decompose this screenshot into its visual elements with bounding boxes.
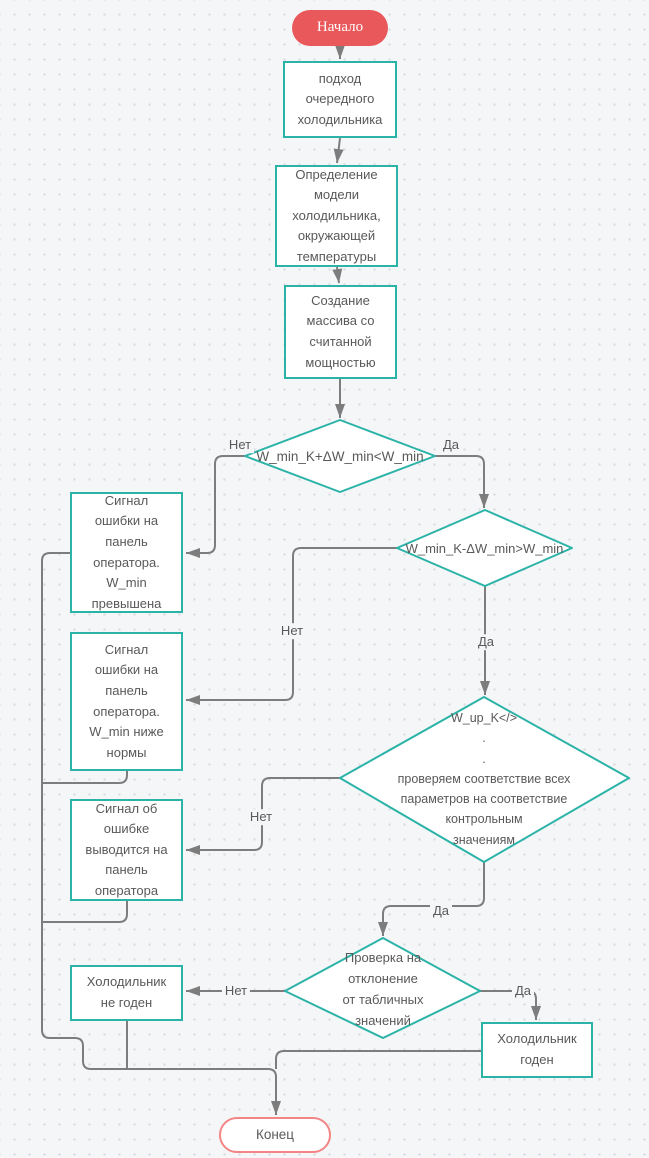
decision-params-shape[interactable] bbox=[339, 696, 630, 863]
end-terminator[interactable]: Конец bbox=[219, 1117, 331, 1153]
process-fridge-approach-label: подход очередного холодильника bbox=[297, 70, 383, 127]
edge-label-check-lower-yes[interactable]: Да bbox=[474, 634, 498, 650]
process-fridge-rejected[interactable]: Холодильник не годен bbox=[70, 965, 183, 1021]
process-model-detection-label: Определение модели холодильника, окружаю… bbox=[292, 166, 381, 264]
process-fridge-approved[interactable]: Холодильник годен bbox=[481, 1022, 593, 1078]
edge-label-check-params-no[interactable]: Нет bbox=[246, 809, 276, 825]
process-fridge-approach[interactable]: подход очередного холодильника bbox=[283, 61, 397, 138]
process-fridge-rejected-label: Холодильник не годен bbox=[86, 974, 167, 1010]
process-fridge-approved-label: Холодильник годен bbox=[497, 1031, 577, 1067]
edge-label-check-deviation-yes[interactable]: Да bbox=[511, 983, 535, 999]
edge-label-check-deviation-no[interactable]: Нет bbox=[221, 983, 251, 999]
process-error-wmin-exceeded[interactable]: Сигнал ошибки на панель оператора. W_min… bbox=[70, 492, 183, 613]
process-array-creation[interactable]: Создание массива со считанной мощностью bbox=[284, 285, 397, 379]
edge-approach-to-model[interactable] bbox=[333, 137, 344, 164]
process-array-creation-label: Создание массива со считанной мощностью bbox=[305, 292, 376, 370]
edge-label-check-upper-yes[interactable]: Да bbox=[439, 437, 463, 453]
start-terminator[interactable]: Начало bbox=[292, 10, 388, 46]
end-label: Конец bbox=[255, 1127, 295, 1143]
edge-label-check-params-yes[interactable]: Да bbox=[429, 903, 453, 919]
process-error-panel-output[interactable]: Сигнал об ошибке выводится на панель опе… bbox=[70, 799, 183, 901]
edge-approve-to-end[interactable] bbox=[275, 1050, 481, 1069]
edge-model-to-array[interactable] bbox=[332, 266, 343, 284]
edge-error-panel-to-end[interactable] bbox=[42, 901, 128, 923]
edge-check-upper-yes[interactable] bbox=[435, 455, 489, 508]
edge-label-check-upper-no[interactable]: Нет bbox=[225, 437, 255, 453]
process-error-wmin-below-label: Сигнал ошибки на панель оператора. W_min… bbox=[89, 641, 164, 760]
decision-deviation-shape[interactable] bbox=[284, 937, 481, 1039]
edge-check-params-yes[interactable] bbox=[378, 862, 485, 936]
edge-error-below-to-end[interactable] bbox=[42, 771, 128, 784]
start-label: Начало bbox=[316, 19, 364, 36]
edge-error-exceeded-to-end[interactable] bbox=[41, 552, 281, 1115]
edge-label-check-lower-no[interactable]: Нет bbox=[277, 623, 307, 639]
decision-wmin-lower-shape[interactable] bbox=[396, 509, 573, 587]
process-error-wmin-below[interactable]: Сигнал ошибки на панель оператора. W_min… bbox=[70, 632, 183, 771]
process-error-panel-output-label: Сигнал об ошибке выводится на панель опе… bbox=[85, 800, 168, 898]
edge-check-upper-no[interactable] bbox=[186, 455, 245, 558]
process-model-detection[interactable]: Определение модели холодильника, окружаю… bbox=[275, 165, 398, 267]
process-error-wmin-exceeded-label: Сигнал ошибки на панель оператора. W_min… bbox=[91, 492, 162, 611]
decision-wmin-upper-shape[interactable] bbox=[244, 419, 436, 493]
